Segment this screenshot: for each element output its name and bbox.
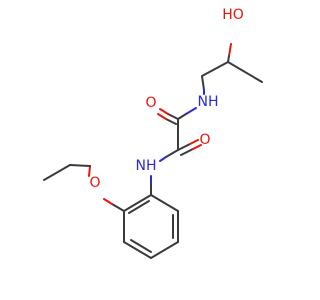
hydroxyl-label: HO: [222, 7, 244, 23]
bond-o-ether-ch2-b: [69, 164, 91, 167]
bond-c2-n-left-b: [159, 156, 167, 162]
bond-ch2-n-top: [201, 75, 205, 91]
ring-inner-bond-2: [130, 239, 152, 253]
bond-o-ether-ch2-a: [88, 165, 91, 177]
carbonyl-o-lower-label: O: [199, 132, 210, 148]
ring-bond-6: [123, 194, 152, 212]
chemical-structure-diagram: HO NH O O NH O: [43, 7, 263, 259]
bond-c2-o-lower-a: [177, 143, 191, 151]
amide-nh-top-label: NH: [198, 94, 219, 110]
ring-bond-3: [150, 241, 179, 259]
bond-n-top-c1: [185, 107, 197, 115]
ring-bond-4: [123, 241, 152, 259]
bond-c-ch2: [201, 61, 229, 77]
carbonyl-o-upper-label: O: [145, 95, 156, 111]
bond-c-o-hydroxyl: [228, 43, 232, 57]
ring-bond-1: [150, 194, 179, 212]
bond-c2-n-left-a: [165, 149, 179, 158]
ether-o-label: O: [89, 175, 100, 191]
bond-c1-o-upper-a: [167, 113, 179, 120]
bond-c2-o-lower-double-a: [180, 148, 194, 156]
ring-inner-bond-3: [128, 200, 150, 214]
bond-ring-o-ether-b: [103, 198, 113, 205]
bond-c1-o-upper-double-b: [157, 113, 167, 120]
bond-ethyl-ch3: [43, 164, 71, 181]
bond-c1-o-upper-double-a: [165, 118, 177, 125]
bond-c-methyl: [227, 61, 263, 83]
bond-c2-o-lower-double-b: [192, 144, 202, 150]
bond-ring-o-ether-a: [111, 203, 125, 212]
bond-c-c-hydroxyl-carbon: [227, 55, 230, 63]
amide-nh-left-label: NH: [136, 158, 157, 174]
bond-c1-partial: [177, 113, 187, 120]
bond-c2-o-lower-b: [189, 139, 199, 145]
bond-c1-o-upper-b: [159, 108, 169, 115]
